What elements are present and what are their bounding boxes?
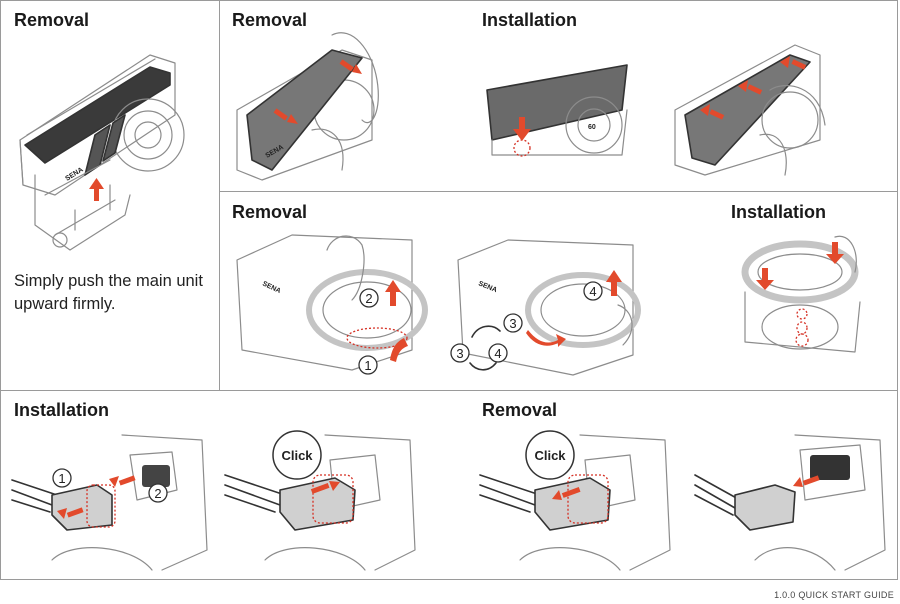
- click-label: Click: [281, 448, 313, 463]
- connector-install-click-illustration: Click: [224, 430, 416, 571]
- heading-removal-panel4: Removal: [482, 400, 558, 420]
- step-4-badge: [583, 281, 603, 301]
- step-4-rotate-badge: [488, 343, 508, 363]
- step-1-label: 1: [364, 358, 371, 373]
- step-4-label: 4: [589, 284, 596, 299]
- faceplate-removal-illustration: SENA: [236, 32, 379, 181]
- divider-vertical: [219, 0, 220, 390]
- brand-mark: SENA: [261, 280, 282, 295]
- side-note: Simply push the main unit upward firmly.: [14, 272, 203, 313]
- ring-install-illustration: [741, 235, 861, 353]
- heading-installation-panel2: Installation: [482, 10, 578, 30]
- heading-installation-panel3: Installation: [731, 202, 827, 222]
- guide-frame: [0, 0, 898, 580]
- step-4-rotate-label: 4: [494, 346, 501, 361]
- dial-mark: 60: [588, 124, 596, 131]
- heading-installation-panel4: Installation: [14, 400, 110, 420]
- divider-row1: [219, 191, 898, 192]
- click-badge: [525, 430, 575, 480]
- step-2-connector-label: 2: [154, 486, 161, 501]
- faceplate-install-illustration: 60: [486, 64, 628, 157]
- heading-removal-panel3: Removal: [232, 202, 308, 222]
- brand-mark: SENA: [477, 280, 498, 294]
- click-label: Click: [534, 448, 566, 463]
- heading-removal-panel2: Removal: [232, 10, 308, 30]
- ring-removal-step1-illustration: 2 1 SENA: [236, 234, 428, 375]
- footer-label: 1.0.0 QUICK START GUIDE: [774, 590, 894, 600]
- step-3-rotate-label: 3: [456, 346, 463, 361]
- connector-removal-click-illustration: Click: [479, 430, 671, 571]
- step-1-badge: [358, 355, 378, 375]
- ring-removal-step3-illustration: 4 3 3 4 SENA: [450, 239, 641, 376]
- heading-removal-panel1: Removal: [14, 10, 90, 30]
- step-1-connector-badge: [52, 468, 72, 488]
- step-3-badge: [503, 313, 523, 333]
- step-2-badge: [359, 288, 379, 308]
- step-1-connector-label: 1: [58, 471, 65, 486]
- unit-on-mount-illustration: SENA: [19, 54, 185, 251]
- connector-install-step1-illustration: 1 2: [11, 434, 208, 571]
- step-3-rotate-badge: [450, 343, 470, 363]
- step-2-label: 2: [365, 291, 372, 306]
- faceplate-push-illustration: [674, 44, 826, 176]
- brand-mark: SENA: [64, 166, 84, 182]
- step-3-label: 3: [509, 316, 516, 331]
- divider-row2: [0, 390, 898, 391]
- step-2-connector-badge: [148, 483, 168, 503]
- click-badge: [272, 430, 322, 480]
- connector-removed-illustration: [694, 434, 886, 571]
